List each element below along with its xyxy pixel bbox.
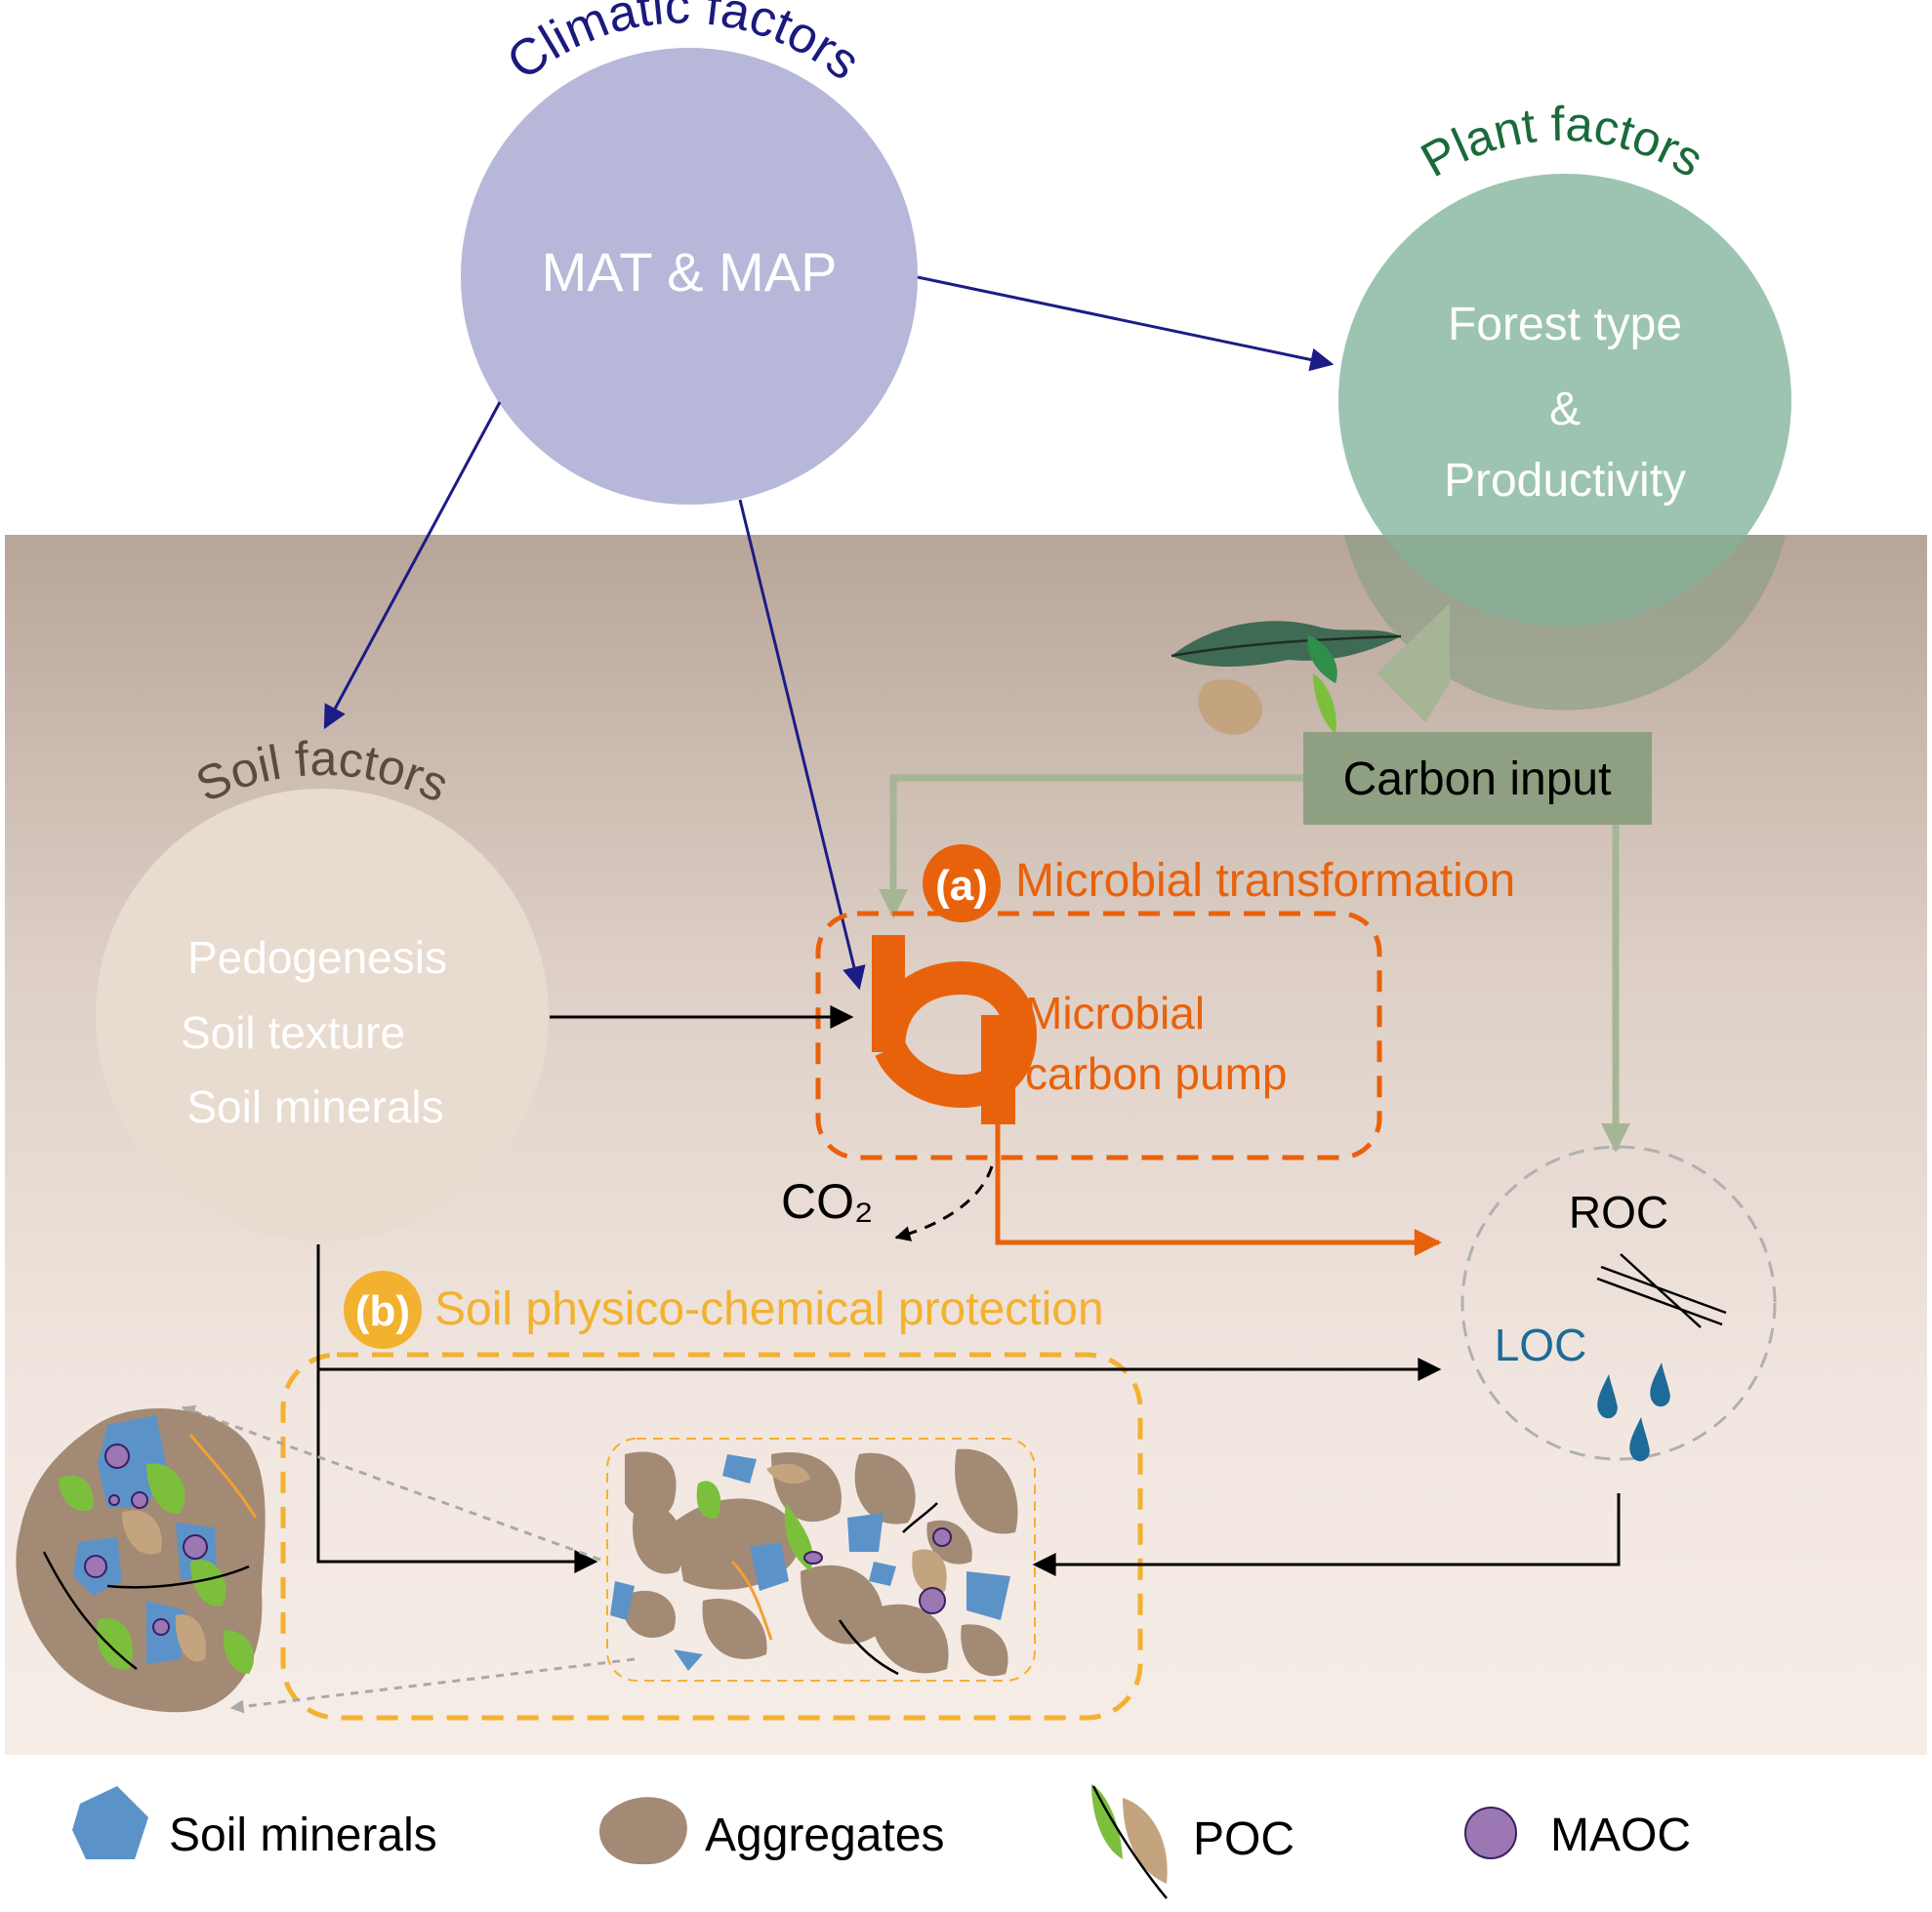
microbial-badge-circle (923, 844, 1001, 922)
arrow-climatic-to-plant (917, 275, 1335, 372)
arrow-pump-to-roc (995, 1124, 1442, 1256)
soil-circle (96, 789, 549, 1241)
legend-poc-label: POC (1193, 1813, 1295, 1865)
arrow-pool-to-aggregate (1032, 1493, 1621, 1576)
climatic-circle (461, 48, 918, 505)
loc-label: LOC (1495, 1320, 1587, 1370)
plant-line-2: & (1549, 384, 1581, 435)
pump-label-line-2: carbon pump (1025, 1048, 1288, 1099)
legend-maoc-icon (1464, 1807, 1517, 1859)
plant-to-carbon-input-shape (1377, 603, 1450, 722)
plant-line-1: Forest type (1448, 299, 1682, 350)
plant-line-3: Productivity (1444, 455, 1686, 507)
soil-line-2: Soil texture (181, 1007, 405, 1058)
aggregate-cluster (610, 1448, 1018, 1677)
protection-box (280, 1352, 1143, 1721)
climatic-body: MAT & MAP (542, 241, 838, 303)
legend-minerals-label: Soil minerals (169, 1810, 437, 1861)
zoom-line-upper (181, 1404, 601, 1562)
carbon-pump-icon (872, 935, 1038, 1124)
legend-maoc-label: MAOC (1550, 1810, 1691, 1861)
microbial-title: Microbial transformation (1015, 855, 1515, 907)
loc-droplet-icon (1597, 1363, 1670, 1462)
carbon-input-box (1303, 732, 1652, 825)
co2-label: CO₂ (781, 1174, 873, 1229)
microbial-badge: (a) (935, 862, 988, 910)
protection-title: Soil physico-chemical protection (434, 1283, 1104, 1335)
roc-label: ROC (1569, 1187, 1668, 1238)
plant-circle-underground (1344, 535, 1786, 711)
legend-aggregates-label: Aggregates (705, 1810, 945, 1861)
magnified-aggregate (16, 1407, 266, 1713)
arrow-climatic-to-soil (323, 401, 502, 730)
soil-line-3: Soil minerals (186, 1081, 443, 1132)
plant-circle (1338, 174, 1791, 627)
arrow-carbon-input-to-pump (879, 774, 1303, 918)
legend-poc-icon (1091, 1784, 1168, 1899)
protection-badge-circle (344, 1271, 422, 1349)
soil-line-1: Pedogenesis (187, 932, 447, 983)
aggregate-cluster-box (606, 1438, 1036, 1682)
carbon-input-label: Carbon input (1343, 753, 1612, 805)
legend-minerals-icon (72, 1786, 148, 1859)
carbon-pool-circle (1460, 1145, 1777, 1461)
arrow-pump-to-co2 (894, 1165, 994, 1241)
roc-fiber-icon (1596, 1253, 1727, 1328)
arrow-climatic-to-pump (738, 499, 866, 991)
zoom-line-lower (229, 1657, 636, 1714)
legend-aggregates-icon (599, 1797, 687, 1865)
arrow-soil-to-aggregate (316, 1369, 598, 1573)
protection-badge: (b) (355, 1287, 410, 1335)
pump-label-line-1: Microbial (1025, 988, 1205, 1038)
leaf-litter-icon (1171, 621, 1402, 735)
